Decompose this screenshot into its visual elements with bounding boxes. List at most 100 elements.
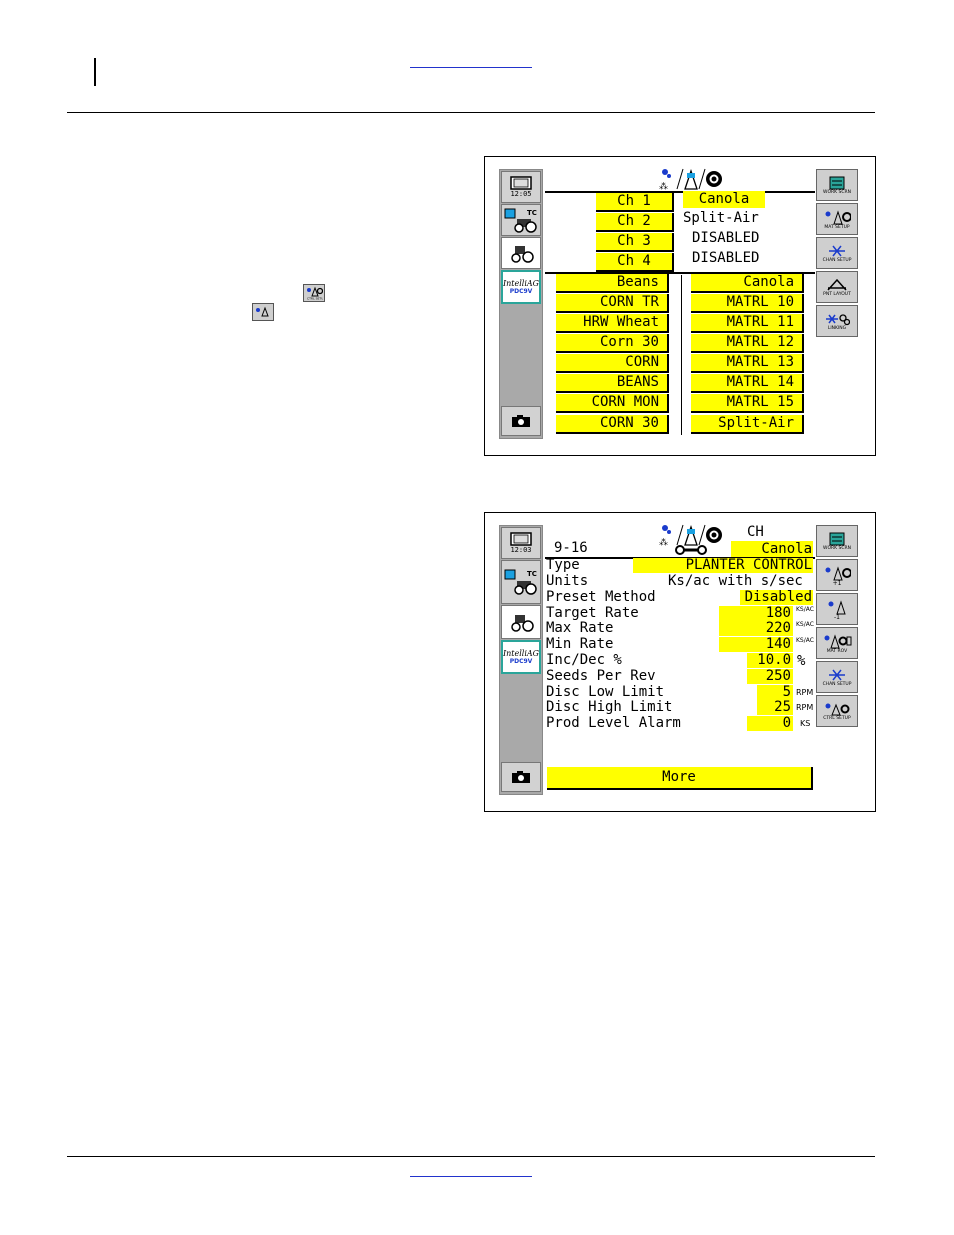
more-button[interactable]: More	[547, 767, 813, 790]
preset-method-label: Preset Method	[546, 589, 656, 605]
max-rate-label: Max Rate	[546, 620, 614, 636]
clock-button[interactable]: 12:03	[501, 527, 541, 559]
mat-rov-label: MAT ROV	[826, 648, 848, 654]
units-label: Units	[546, 573, 589, 589]
channel-2-label[interactable]: Ch 2	[596, 213, 674, 232]
tractor-icon	[511, 246, 534, 263]
target-rate-unit: KS/AC	[796, 606, 814, 613]
prod-level-alarm-value[interactable]: 0	[747, 716, 793, 731]
previous-channel-button[interactable]: -1	[816, 593, 858, 625]
min-rate-unit: KS/AC	[796, 637, 814, 644]
target-rate-value[interactable]: 180	[719, 606, 793, 621]
svg-text:CTRL SETUP: CTRL SETUP	[307, 297, 323, 301]
mat-setup-inline-icon	[252, 303, 274, 321]
camera-button[interactable]	[501, 762, 541, 792]
channel-range: 9-16	[554, 540, 588, 556]
right-product-6[interactable]: MATRL 14	[691, 374, 804, 393]
intelliag-logo: IntelliAG	[502, 279, 540, 288]
right-product-4[interactable]: MATRL 12	[691, 334, 804, 353]
tractor-button[interactable]	[501, 605, 541, 639]
left-product-3[interactable]: HRW Wheat	[556, 314, 669, 333]
channel-3-label[interactable]: Ch 3	[596, 233, 674, 252]
right-product-3[interactable]: MATRL 11	[691, 314, 804, 333]
left-product-1[interactable]: Beans	[556, 274, 669, 293]
camera-button[interactable]	[501, 406, 541, 436]
disc-high-limit-label: Disc High Limit	[546, 699, 673, 715]
mat-rov-button[interactable]: MAT ROV	[816, 627, 858, 659]
chan-setup-button[interactable]: CHAN SETUP	[816, 237, 858, 269]
left-nav-strip: 12:05 TC IntelliAG PDC9V	[499, 169, 543, 439]
tractor-icon	[511, 615, 534, 632]
right-product-8[interactable]: Split-Air	[691, 415, 804, 434]
clock-button[interactable]: 12:05	[501, 171, 541, 203]
ctrl-setup-inline-icon: CTRL SETUP	[303, 284, 325, 302]
camera-icon	[512, 771, 530, 783]
next-channel-button[interactable]: +1	[816, 559, 858, 591]
type-label: Type	[546, 557, 580, 573]
mat-rov-icon	[824, 633, 852, 648]
min-rate-value[interactable]: 140	[719, 637, 793, 652]
target-rate-label: Target Rate	[546, 605, 639, 621]
min-rate-label: Min Rate	[546, 636, 614, 652]
intelliag-sub: PDC9V	[509, 658, 533, 665]
right-product-1[interactable]: Canola	[691, 274, 804, 293]
ctrl-setup-icon	[825, 703, 850, 715]
tc-tractor-button[interactable]: TC	[501, 560, 541, 604]
monitor-icon	[510, 176, 532, 190]
ctrl-setup-label: CTRL SETUP	[823, 715, 851, 721]
linking-icon	[826, 313, 850, 325]
tractor-button[interactable]	[501, 237, 541, 269]
header-separator	[545, 191, 815, 193]
pnt-layout-icon	[827, 278, 847, 291]
linking-button[interactable]: LINKING	[816, 305, 858, 337]
preset-method-value[interactable]: Disabled	[740, 590, 813, 605]
ctrl-setup-button[interactable]: CTRL SETUP	[816, 695, 858, 727]
left-product-8[interactable]: CORN 30	[556, 415, 669, 434]
linking-label: LINKING	[827, 325, 847, 331]
prod-level-alarm-unit: KS	[800, 719, 811, 728]
disc-low-limit-unit: RPM	[796, 688, 814, 697]
chan-setup-label: CHAN SETUP	[822, 681, 852, 687]
screen-channel-setup: 12:03 TC IntelliAG PDC9V ⁂ CH 9-16 Canol…	[484, 512, 876, 812]
seeds-per-rev-value[interactable]: 250	[747, 669, 793, 684]
max-rate-value[interactable]: 220	[719, 621, 793, 636]
tc-tractor-button[interactable]: TC	[501, 204, 541, 236]
pnt-layout-button[interactable]: PNT LAYOUT	[816, 271, 858, 303]
mat-setup-button[interactable]: MAT SETUP	[816, 203, 858, 235]
product-name[interactable]: Canola	[731, 541, 813, 558]
left-product-5[interactable]: CORN	[556, 354, 669, 373]
svg-text:⁂: ⁂	[659, 181, 668, 191]
next-channel-label: +1	[832, 579, 842, 587]
work-screen-button[interactable]: WORK SCRN	[816, 525, 858, 557]
disc-high-limit-value[interactable]: 25	[757, 700, 793, 715]
material-channel-header-icon: ⁂	[659, 524, 722, 547]
left-product-2[interactable]: CORN TR	[556, 294, 669, 313]
right-product-7[interactable]: MATRL 15	[691, 394, 804, 413]
type-value[interactable]: PLANTER CONTROL	[633, 558, 813, 573]
left-product-6[interactable]: BEANS	[556, 374, 669, 393]
header-link[interactable]	[410, 67, 532, 68]
intelliag-button[interactable]: IntelliAG PDC9V	[501, 640, 541, 674]
margin-bar	[94, 58, 96, 86]
left-product-4[interactable]: Corn 30	[556, 334, 669, 353]
footer-link[interactable]	[410, 1176, 532, 1177]
chan-setup-label: CHAN SETUP	[822, 257, 852, 263]
channel-1-value[interactable]: Canola	[683, 191, 765, 208]
chan-setup-button[interactable]: CHAN SETUP	[816, 661, 858, 693]
material-channel-header-icon: ⁂	[659, 168, 722, 191]
prod-level-alarm-label: Prod Level Alarm	[546, 715, 681, 731]
inc-dec-value[interactable]: 10.0	[747, 653, 793, 668]
intelliag-button[interactable]: IntelliAG PDC9V	[501, 270, 541, 304]
right-product-2[interactable]: MATRL 10	[691, 294, 804, 313]
left-product-7[interactable]: CORN MON	[556, 394, 669, 413]
disc-low-limit-value[interactable]: 5	[757, 685, 793, 700]
wrench-icon	[675, 545, 707, 555]
channel-4-label[interactable]: Ch 4	[596, 253, 674, 272]
max-rate-unit: KS/AC	[796, 621, 814, 628]
channel-1-label[interactable]: Ch 1	[596, 193, 674, 212]
chan-setup-icon	[829, 669, 845, 680]
tc-tractor-icon: TC	[504, 569, 537, 595]
work-screen-button[interactable]: WORK SCRN	[816, 169, 858, 201]
right-product-5[interactable]: MATRL 13	[691, 354, 804, 373]
inc-dec-label: Inc/Dec %	[546, 652, 622, 668]
